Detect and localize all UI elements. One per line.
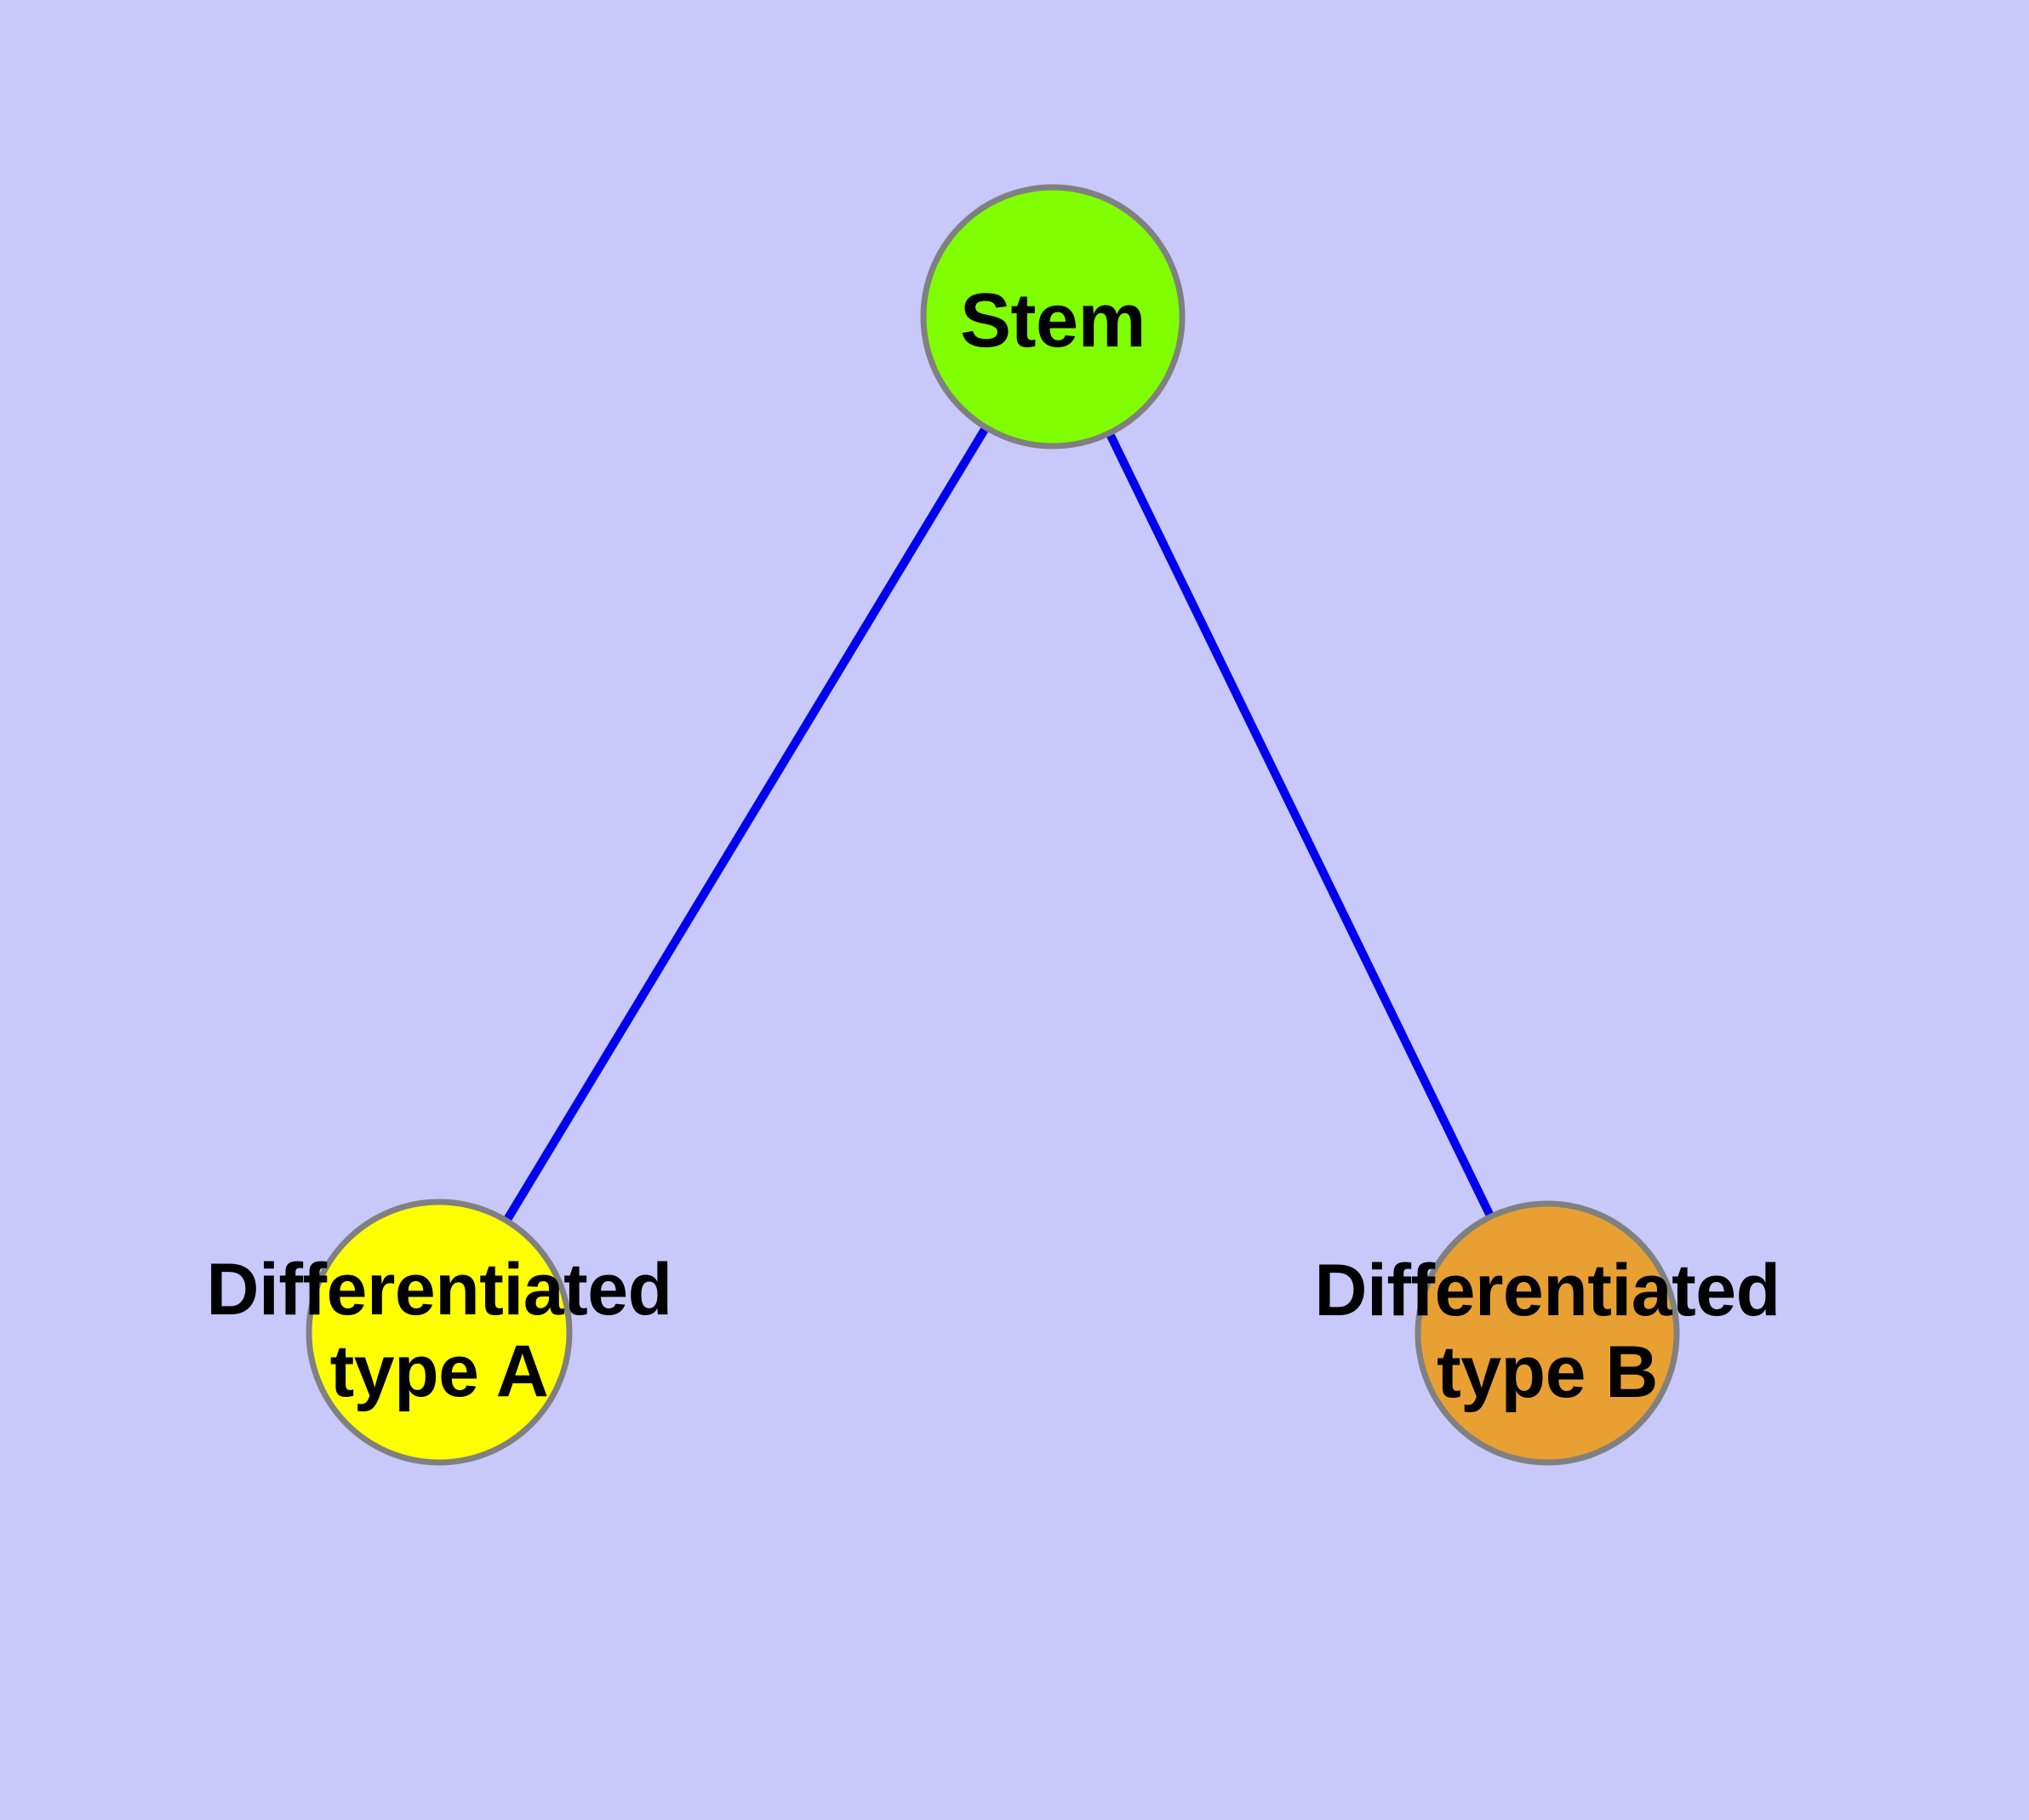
node-differentiated-type-a[interactable] [306,1199,573,1466]
edges-layer [501,423,1495,1225]
edge-stem-to-differentiated-type-a[interactable] [501,423,991,1225]
nodes-layer [306,184,1680,1466]
node-differentiated-type-b[interactable] [1415,1200,1680,1466]
edge-stem-to-differentiated-type-b[interactable] [1105,429,1495,1221]
node-stem[interactable] [920,184,1186,449]
